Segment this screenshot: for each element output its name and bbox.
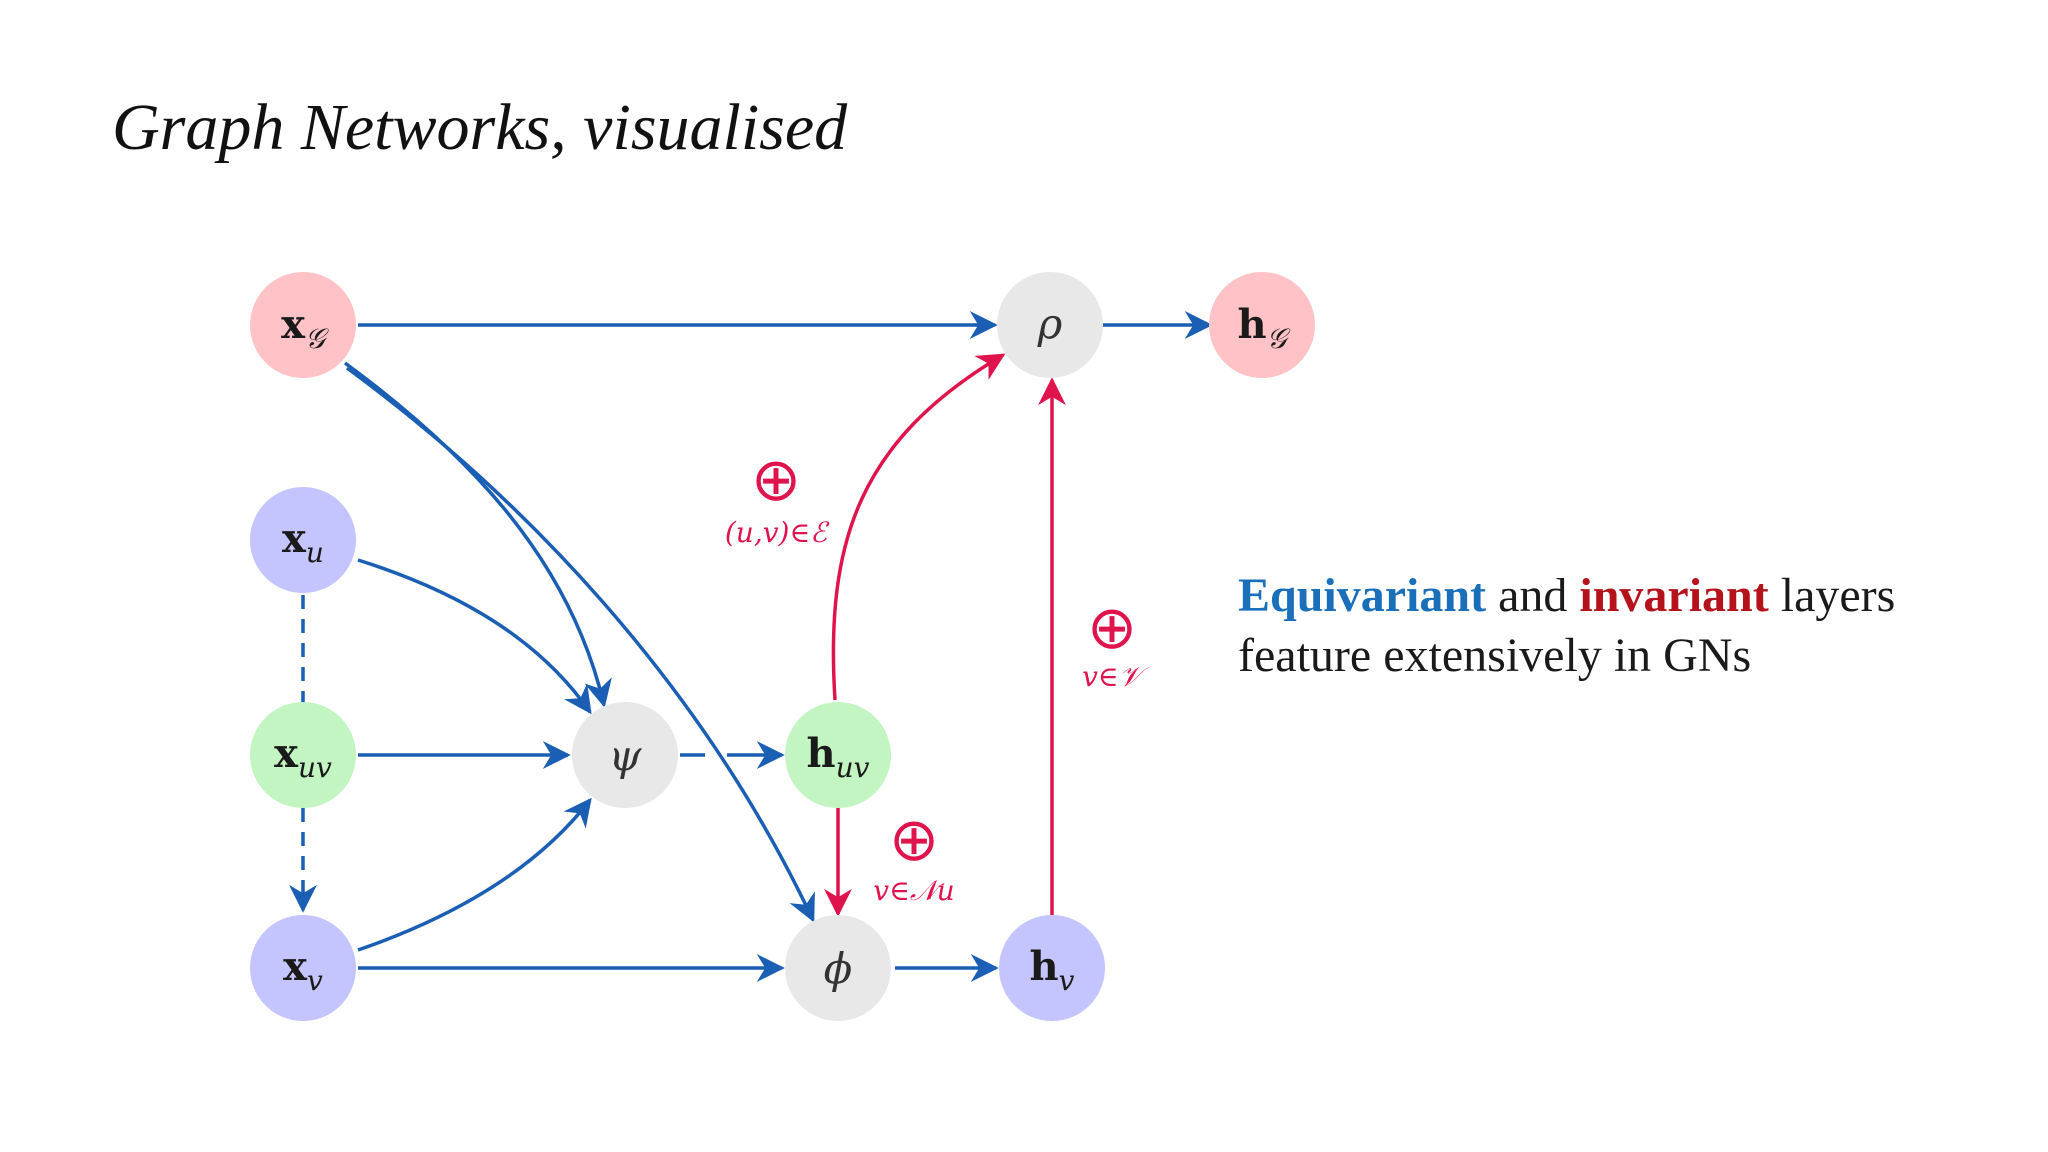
- node-x-graph: x𝒢: [250, 272, 356, 378]
- svg-text:⊕: ⊕: [1087, 593, 1137, 663]
- caption-equivariant: Equivariant: [1238, 569, 1487, 622]
- svg-text:huv: huv: [807, 730, 870, 784]
- svg-text:ψ: ψ: [609, 731, 643, 780]
- svg-text:hv: hv: [1030, 943, 1075, 997]
- svg-text:xuv: xuv: [274, 730, 332, 784]
- edge-xu-to-psi: [357, 558, 592, 715]
- caption: Equivariant and invariant layers feature …: [1238, 566, 1895, 685]
- node-x-uv: xuv: [250, 702, 356, 808]
- svg-text:xu: xu: [282, 515, 324, 569]
- node-h-graph: h𝒢: [1209, 272, 1315, 378]
- svg-text:xv: xv: [283, 943, 323, 997]
- node-psi: ψ: [572, 702, 678, 808]
- node-phi: ϕ: [785, 915, 891, 1021]
- caption-line-2: feature extensively in GNs: [1238, 628, 1752, 682]
- svg-text:ϕ: ϕ: [824, 944, 853, 993]
- svg-text:⊕: ⊕: [751, 445, 801, 515]
- node-h-uv: huv: [785, 702, 891, 808]
- node-rho: ρ: [997, 272, 1103, 378]
- edge-xg-to-phi: [345, 366, 815, 923]
- caption-invariant: invariant: [1579, 569, 1769, 622]
- svg-text:(u,v)∈ℰ: (u,v)∈ℰ: [725, 516, 830, 549]
- node-h-v: hv: [999, 915, 1105, 1021]
- caption-layers: layers: [1768, 569, 1896, 622]
- svg-text:ρ: ρ: [1037, 299, 1063, 348]
- svg-text:⊕: ⊕: [889, 805, 939, 875]
- aggregation-over-edges: ⊕ (u,v)∈ℰ: [725, 445, 830, 549]
- svg-text:v∈𝒩u: v∈𝒩u: [873, 874, 954, 907]
- slide-title: Graph Networks, visualised: [112, 91, 848, 164]
- edge-huv-to-rho: [831, 353, 1006, 701]
- aggregation-over-neighbours: ⊕ v∈𝒩u: [873, 805, 954, 907]
- node-x-v: xv: [250, 915, 356, 1021]
- caption-and: and: [1486, 569, 1580, 622]
- svg-text:v∈𝒱: v∈𝒱: [1082, 660, 1151, 693]
- aggregation-over-nodes: ⊕ v∈𝒱: [1082, 593, 1151, 693]
- node-x-u: xu: [250, 487, 356, 593]
- edge-xv-to-psi: [357, 797, 592, 952]
- edge-xg-to-psi: [343, 361, 612, 708]
